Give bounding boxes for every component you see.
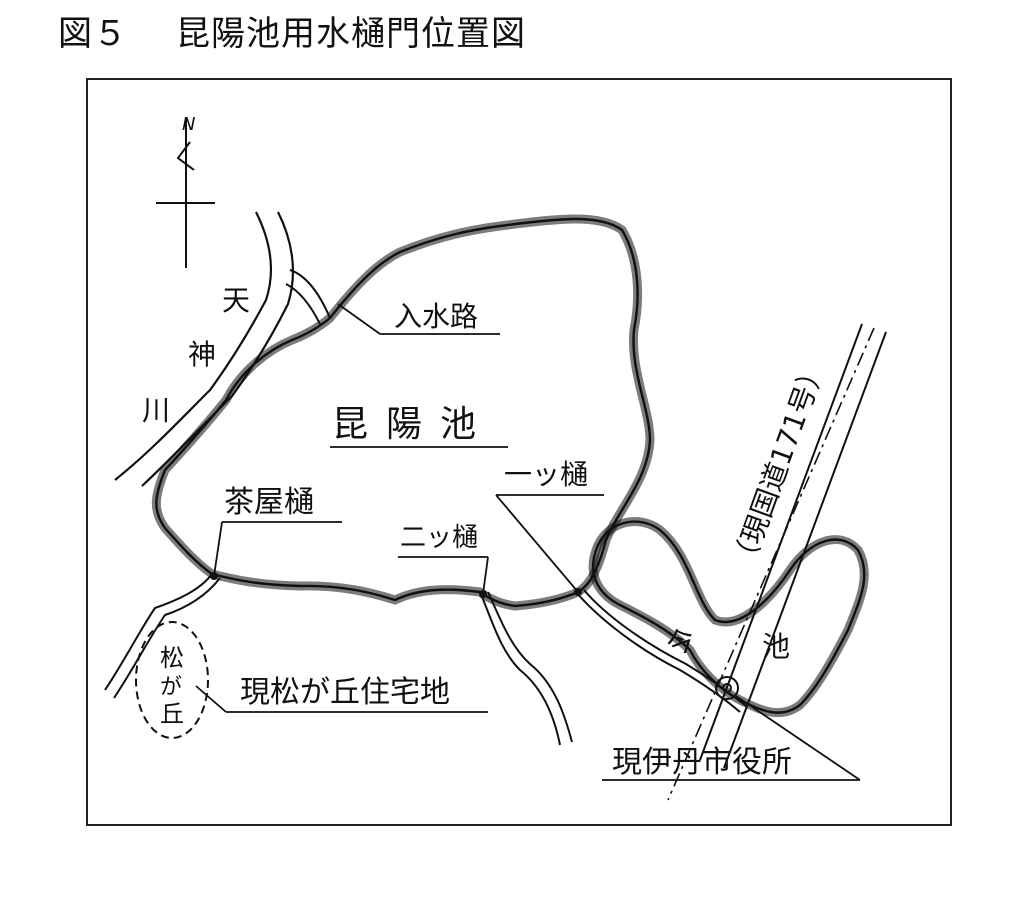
imaike-pond [588, 517, 869, 718]
outflow-channels [104, 573, 747, 746]
figure-number: 図５ [58, 14, 128, 54]
route-171 [667, 323, 887, 801]
leader-lines [195, 303, 861, 781]
north-arrow-icon: N [156, 114, 215, 268]
map-labels: 入水路 昆陽池 天 神 川 茶屋樋 二ッ樋 一ッ樋 松 が 丘 現松が丘住宅地 … [142, 284, 832, 780]
inlet-label: 入水路 [394, 300, 478, 333]
gate-futatsu-label: 二ッ樋 [400, 523, 478, 553]
river-char-3: 川 [142, 394, 170, 427]
pond-name-label: 昆陽池 [332, 404, 494, 445]
gate-hitotsu-label: 一ッ樋 [504, 458, 588, 491]
matsugaoka-area [135, 621, 209, 739]
figure-title: 図５ 昆陽池用水樋門位置図 [58, 6, 526, 55]
housing-label: 現松が丘住宅地 [240, 675, 450, 710]
city-hall-marker-icon [715, 676, 739, 700]
north-arrow-glyph: N [182, 114, 195, 135]
matsugaoka-char-1: 松 [160, 644, 184, 672]
ima-pond-char-2: 池 [762, 630, 790, 663]
city-hall-label: 現伊丹市役所 [612, 745, 792, 780]
map-frame [86, 78, 952, 826]
koyaike-pond [151, 214, 655, 611]
matsugaoka-char-3: 丘 [160, 700, 184, 728]
gate-chaya-label: 茶屋樋 [224, 485, 314, 520]
matsugaoka-char-2: が [160, 675, 182, 700]
figure-title-text: 昆陽池用水樋門位置図 [176, 14, 526, 54]
tenjin-river [114, 211, 331, 487]
river-char-1: 天 [222, 284, 250, 317]
river-char-2: 神 [188, 338, 216, 371]
